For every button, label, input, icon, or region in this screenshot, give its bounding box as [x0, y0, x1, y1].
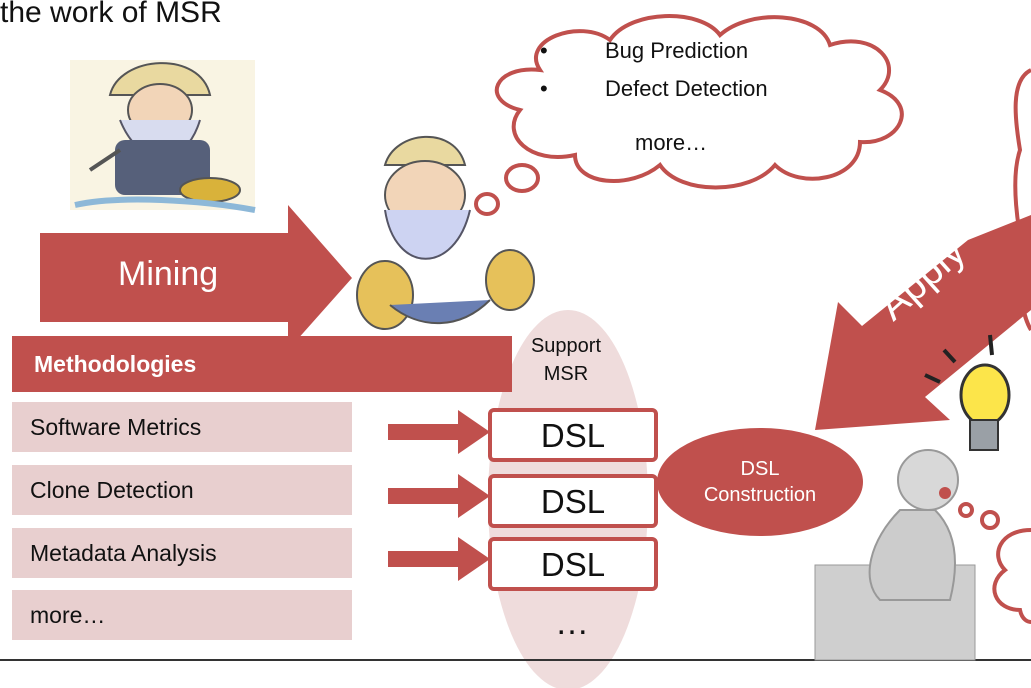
happy-miner-with-money-bags-illustration	[356, 135, 535, 330]
arrow-to-dsl	[388, 410, 490, 454]
support-line1: Support	[530, 335, 602, 357]
cloud-item-defect-detection: Defect Detection	[605, 76, 768, 101]
dsl-box: DSL	[488, 474, 658, 528]
dsl-construction-oval	[657, 428, 863, 536]
support-line2: MSR	[543, 363, 589, 385]
methodology-item: more…	[30, 602, 106, 628]
thought-cloud	[494, 14, 904, 190]
apply-arrow	[815, 215, 1031, 430]
mining-arrow	[40, 205, 352, 350]
thought-bubble-small	[980, 510, 1000, 530]
dsl-box: DSL	[488, 408, 658, 462]
support-msr-label: Support MSR	[514, 332, 618, 388]
dsl-construction-label: DSL Construction	[660, 456, 860, 508]
cloud-more: more…	[635, 130, 708, 155]
cloud-bullet: •	[540, 38, 548, 63]
cloud-item-bug-prediction: Bug Prediction	[605, 38, 749, 63]
thought-bubble-small	[474, 192, 500, 216]
mining-label: Mining	[118, 255, 219, 293]
methodology-item: Software Metrics	[30, 414, 202, 440]
thinking-person-figure	[814, 449, 976, 661]
cloud-bullet: •	[540, 76, 548, 101]
dsl-construction-line2: Construction	[703, 484, 817, 506]
dsl-ellipsis: …	[555, 604, 589, 642]
methodology-item: Metadata Analysis	[30, 540, 217, 566]
thought-bubble-small	[958, 502, 974, 518]
lightbulb-icon	[924, 334, 1011, 451]
arrow-to-dsl	[388, 537, 490, 581]
methodologies-header: Methodologies	[12, 336, 512, 392]
arrow-to-dsl	[388, 474, 490, 518]
dsl-box: DSL	[488, 537, 658, 591]
gold-miner-panning-illustration	[70, 60, 256, 213]
slide-title: the work of MSR	[0, 0, 222, 29]
methodology-item: Clone Detection	[30, 477, 194, 503]
dsl-construction-line1: DSL	[740, 458, 780, 480]
partial-cloud-bottom-right	[992, 528, 1031, 624]
thought-bubble-small	[504, 163, 540, 193]
